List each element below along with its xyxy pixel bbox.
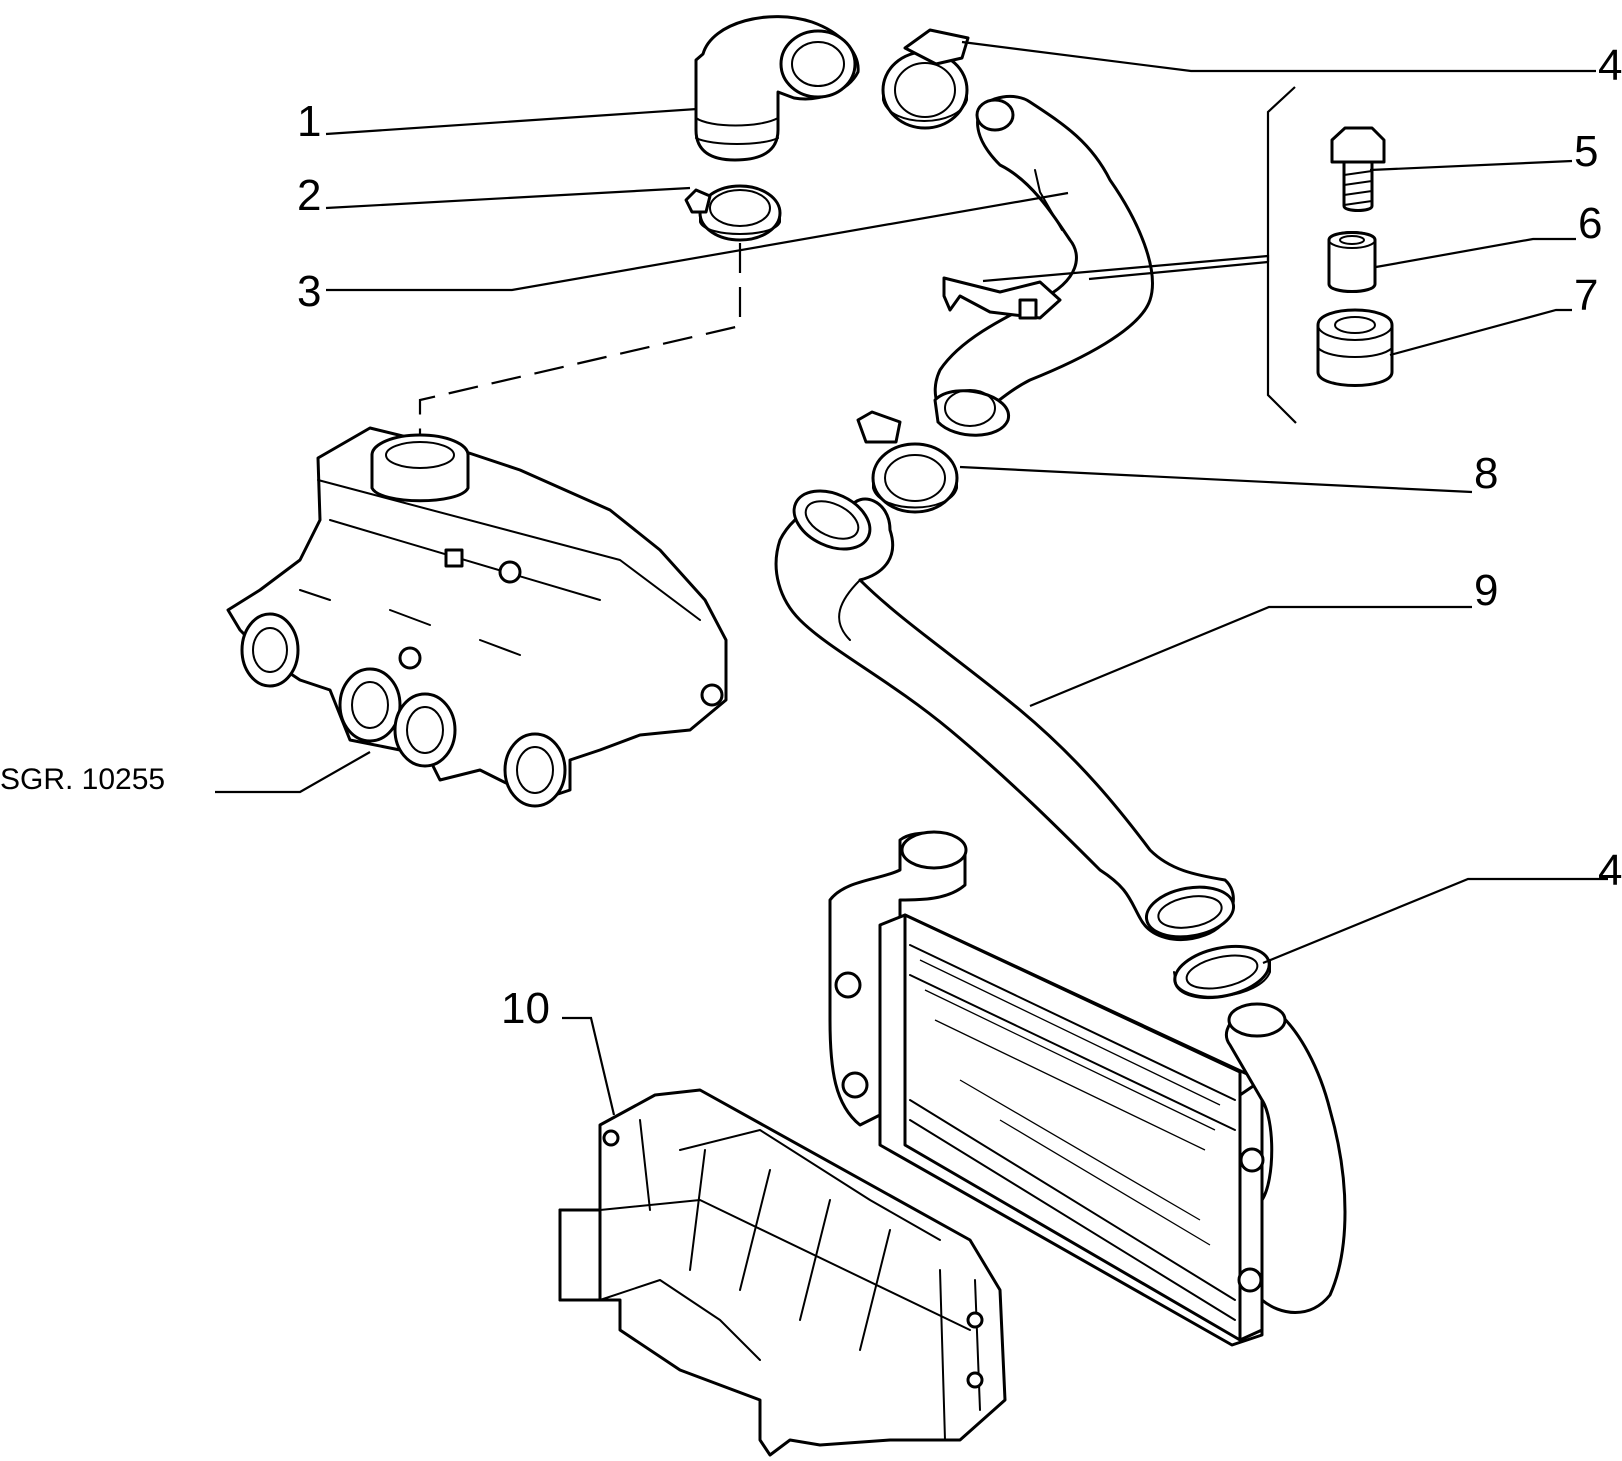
grommet-part-7 [1316,308,1394,387]
callout-4-top: 4 [1598,41,1622,90]
elbow-hose-part-1 [694,15,860,162]
callout-1: 1 [297,97,321,146]
group-bracket [1266,86,1297,424]
assembly-line [418,243,742,460]
screw-part-5 [1330,126,1386,212]
hose-clamp-part-4-top [881,28,970,130]
callout-5: 5 [1574,127,1598,176]
pipe-part-3 [933,94,1154,437]
callout-3: 3 [297,267,321,316]
spacer-part-6 [1327,231,1377,293]
callout-7: 7 [1574,271,1598,320]
intercooler-hose-part-9 [774,489,1236,941]
hose-clamp-part-4-bottom [1173,944,1271,1000]
callout-6: 6 [1578,199,1602,248]
callout-10: 10 [501,984,550,1033]
air-duct-part-10 [558,1088,1007,1457]
leader-lines [215,40,1608,1116]
callout-9: 9 [1474,566,1498,615]
reference-label: SGR. 10255 [0,763,165,796]
callout-8: 8 [1474,449,1498,498]
intercooler [828,830,1347,1347]
callout-labels: 1 2 3 4 5 6 7 8 9 4 10 SGR. 10255 [0,41,1622,1033]
intake-manifold [226,426,728,808]
hose-clamp-part-2 [684,184,782,242]
callout-4-bottom: 4 [1598,846,1622,895]
callout-2: 2 [297,171,321,220]
hose-clamp-part-8 [856,410,959,514]
